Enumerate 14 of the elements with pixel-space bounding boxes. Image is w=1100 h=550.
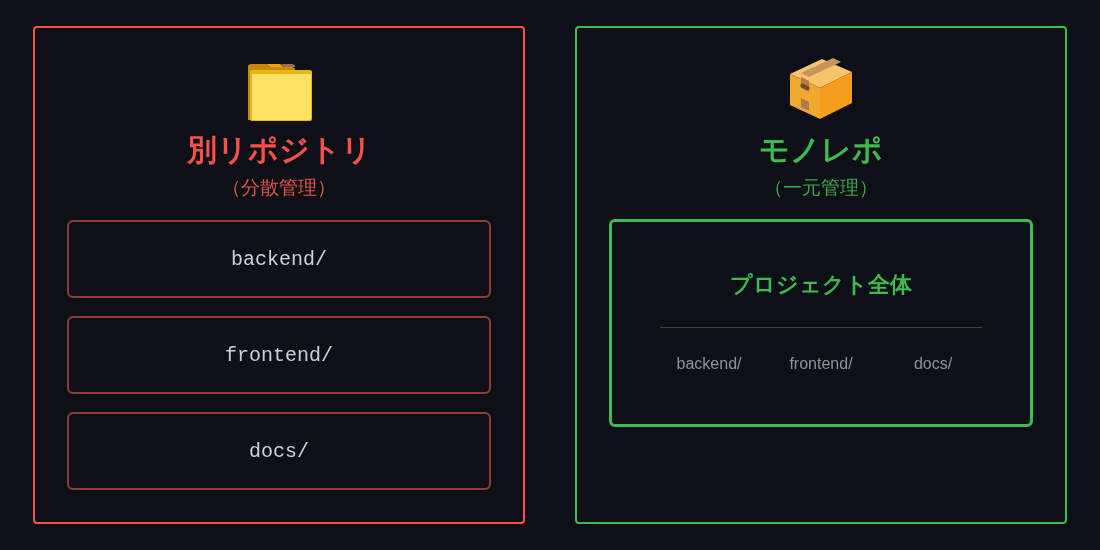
- directory-box: docs/: [67, 412, 491, 490]
- directory-label: backend/: [676, 354, 742, 374]
- directory-box: backend/: [67, 220, 491, 298]
- group-title: プロジェクト全体: [730, 271, 912, 299]
- directory-label: docs/: [913, 354, 953, 374]
- panel-subtitle: （分散管理）: [222, 175, 336, 199]
- directory-box: frontend/: [67, 316, 491, 394]
- panel-title: 別リポジトリ: [186, 132, 372, 168]
- panel-title: モノレポ: [759, 132, 883, 168]
- comparison-panel: [575, 26, 1067, 524]
- project-box: [609, 219, 1033, 427]
- comparison-panel: [33, 26, 525, 524]
- directory-label: frontend/: [789, 354, 853, 374]
- panel-subtitle: （一元管理）: [764, 175, 878, 199]
